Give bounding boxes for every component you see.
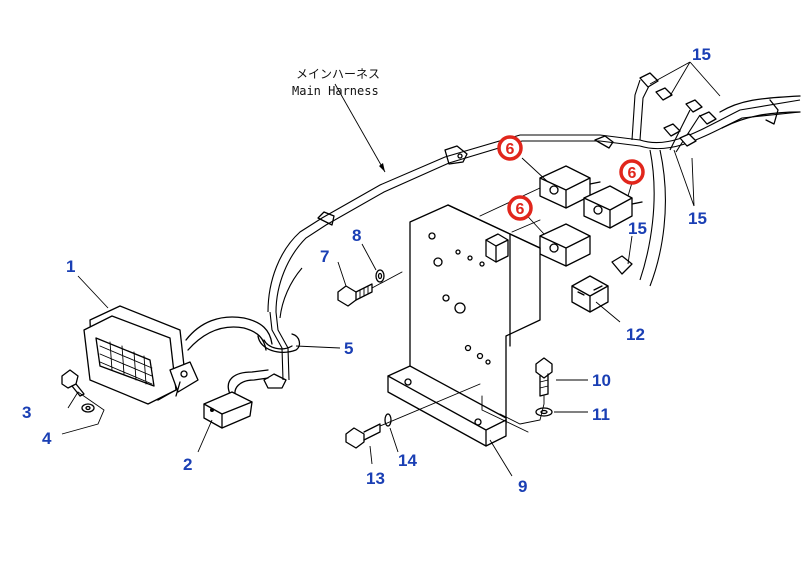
- callout-15-top: 15: [692, 45, 711, 64]
- relay-switch-lower: [539, 223, 591, 267]
- lamp-connector-2: [203, 369, 269, 429]
- washer-14: [384, 413, 392, 427]
- bolt-10: [535, 357, 553, 397]
- callout-5: 5: [344, 339, 353, 358]
- relay-switch-middle: [583, 185, 643, 229]
- callout-7: 7: [320, 247, 329, 266]
- callout-1: 1: [66, 257, 75, 276]
- main-harness: [263, 79, 801, 389]
- relay-switches: [539, 165, 643, 267]
- callout-15-right: 15: [688, 209, 707, 228]
- callout-9: 9: [518, 477, 527, 496]
- bolt-13: [345, 423, 381, 449]
- harness-label: メインハーネス Main Harness: [292, 67, 380, 98]
- harness-label-en: Main Harness: [292, 84, 379, 98]
- washer-11: [535, 407, 553, 417]
- harness-clamp-5: [257, 333, 301, 353]
- assembly-lines: [371, 187, 545, 433]
- harness-label-jp: メインハーネス: [296, 67, 380, 81]
- highlight-ring-6c: [507, 195, 533, 221]
- callout-6c: 6: [516, 201, 525, 218]
- callout-15-middle: 15: [628, 219, 647, 238]
- callout-2: 2: [183, 455, 192, 474]
- bolt-7: [337, 283, 373, 307]
- highlight-ring-6b: [619, 159, 645, 185]
- washer-4: [81, 403, 95, 413]
- highlight-callouts: 6 6 6: [497, 135, 645, 221]
- bracket: [387, 204, 541, 447]
- harness-connectors-15: [611, 72, 717, 275]
- callout-14: 14: [398, 451, 417, 470]
- highlight-ring-6a: [497, 135, 523, 161]
- bolt-3: [61, 369, 85, 397]
- callout-6a: 6: [506, 141, 515, 158]
- washer-8: [375, 269, 385, 283]
- callout-10: 10: [592, 371, 611, 390]
- callout-12: 12: [626, 325, 645, 344]
- leader-lines: [61, 61, 721, 477]
- connector-12: [571, 275, 609, 313]
- callout-8: 8: [352, 226, 361, 245]
- work-lamp: [83, 305, 273, 405]
- callout-13: 13: [366, 469, 385, 488]
- callout-3: 3: [22, 403, 31, 422]
- callout-numbers: 1 2 3 4 5 7 8 9 10 11 12 13 14 15 15 15: [22, 45, 711, 496]
- callout-6b: 6: [628, 165, 637, 182]
- callout-11: 11: [592, 405, 610, 424]
- callout-4: 4: [42, 429, 52, 448]
